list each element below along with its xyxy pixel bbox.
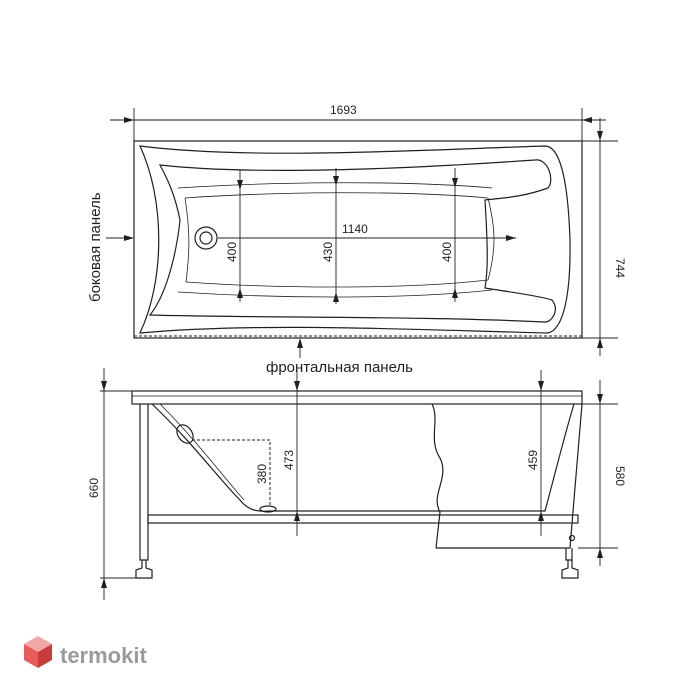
arrow-up-icon bbox=[297, 338, 303, 348]
top-view: 1140 400 430 400 1693 744 боковая панель bbox=[87, 103, 627, 376]
basin-right-side bbox=[487, 197, 495, 281]
drain-height-label: 380 bbox=[255, 464, 269, 484]
overflow-pipe-dashed bbox=[192, 439, 271, 505]
height-580-label: 580 bbox=[613, 466, 627, 486]
front-view: 473 380 459 660 580 bbox=[87, 368, 627, 600]
basin-top-edge-inner bbox=[184, 192, 489, 199]
rim-outer-contour bbox=[139, 145, 571, 334]
front-panel-label: фронтальная панель bbox=[266, 359, 413, 376]
arrow-left-icon bbox=[582, 117, 592, 123]
depth-right-label: 400 bbox=[440, 242, 454, 262]
depth-473-label: 473 bbox=[282, 450, 296, 470]
tub-body-left bbox=[151, 403, 300, 512]
termokit-logo-icon bbox=[24, 636, 52, 668]
drain-inner-icon bbox=[199, 231, 213, 245]
arrow-right-icon bbox=[124, 235, 134, 241]
inner-length-label: 1140 bbox=[342, 222, 368, 236]
basin-bottom-edge-inner bbox=[185, 279, 489, 288]
arrow-down-icon bbox=[452, 178, 458, 188]
arrow-down-icon bbox=[597, 131, 603, 141]
right-foot bbox=[561, 560, 579, 579]
arrow-up-icon bbox=[333, 292, 339, 302]
panel-screw-icon bbox=[568, 534, 576, 542]
brand-name: termokit bbox=[60, 643, 147, 668]
arrow-down-icon bbox=[237, 180, 243, 190]
length-label: 1693 bbox=[330, 103, 357, 117]
top-view-outline bbox=[133, 140, 583, 339]
left-foot bbox=[135, 560, 153, 579]
arrow-right-icon bbox=[506, 235, 516, 241]
arrow-up-icon bbox=[538, 511, 544, 521]
side-panel-label: боковая панель bbox=[87, 192, 104, 302]
arrow-down-icon bbox=[294, 381, 300, 391]
basin-left-side bbox=[184, 197, 190, 283]
depth-459-label: 459 bbox=[526, 450, 540, 470]
height-660-label: 660 bbox=[87, 478, 101, 498]
drain-icon bbox=[259, 505, 277, 513]
drain-outer-icon bbox=[194, 226, 218, 250]
frame-bar bbox=[147, 514, 579, 524]
arrow-down-icon bbox=[333, 176, 339, 186]
arrow-up-icon bbox=[237, 288, 243, 298]
panel-break-line bbox=[431, 403, 444, 549]
left-leg bbox=[139, 404, 149, 561]
arrow-down-icon bbox=[538, 381, 544, 391]
right-leg bbox=[565, 548, 573, 561]
arrow-up-icon bbox=[101, 578, 107, 588]
rim bbox=[131, 390, 583, 405]
arrow-up-icon bbox=[597, 548, 603, 558]
arrow-down-icon bbox=[101, 381, 107, 391]
depth-center-label: 430 bbox=[321, 242, 335, 262]
arrow-up-icon bbox=[294, 511, 300, 521]
basin-top-edge bbox=[177, 182, 493, 189]
brand-watermark: termokit bbox=[24, 636, 147, 668]
arrow-up-icon bbox=[452, 288, 458, 298]
width-label: 744 bbox=[613, 258, 627, 278]
tub-body-right bbox=[300, 403, 575, 512]
front-panel-outline bbox=[436, 403, 583, 549]
arrow-down-icon bbox=[597, 394, 603, 404]
tub-body-left-inner bbox=[159, 403, 245, 501]
arrow-right-icon bbox=[124, 117, 134, 123]
depth-left-label: 400 bbox=[225, 242, 239, 262]
overflow-icon bbox=[176, 424, 194, 444]
rim-inner-contour bbox=[148, 159, 556, 323]
arrow-up-icon bbox=[597, 338, 603, 348]
